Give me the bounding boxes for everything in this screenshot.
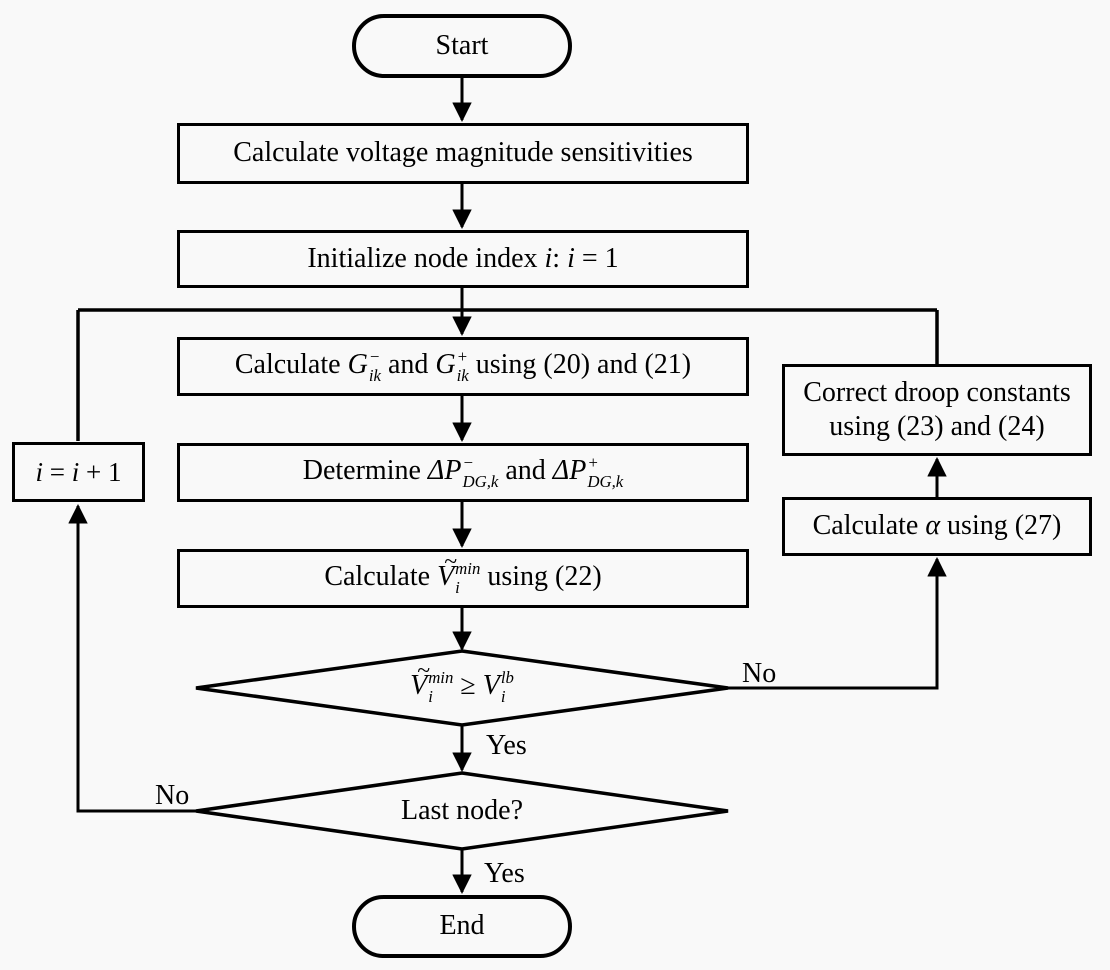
edge-label-vmin-no: No bbox=[742, 658, 777, 689]
process-calc-sensitivities: Calculate voltage magnitude sensitivitie… bbox=[177, 123, 749, 184]
edge-label-vmin-yes: Yes bbox=[486, 730, 527, 761]
edge-label-last-no: No bbox=[155, 780, 190, 811]
process-calc-alpha: Calculate α using (27) bbox=[782, 497, 1092, 556]
decision-last-node-label: Last node? bbox=[400, 794, 524, 826]
process-increment-i: i = i + 1 bbox=[12, 442, 145, 502]
edge-lastnode-no-to-increment bbox=[68, 504, 196, 813]
edge-label-last-yes: Yes bbox=[484, 858, 525, 889]
edge-decision-no-to-alpha bbox=[728, 557, 947, 690]
decision-last-node-shape bbox=[195, 771, 729, 851]
process-determine-dp: Determine ΔP−DG,k and ΔP+DG,k bbox=[177, 443, 749, 502]
start-terminal: Start bbox=[352, 14, 572, 78]
process-correct-droop: Correct droop constants using (23) and (… bbox=[782, 364, 1092, 456]
end-terminal: End bbox=[352, 895, 572, 958]
decision-vmin-shape bbox=[195, 649, 729, 727]
process-calc-g: Calculate G−ik and G+ik using (20) and (… bbox=[177, 337, 749, 396]
process-init-node-index: Initialize node index i: i = 1 bbox=[177, 230, 749, 288]
